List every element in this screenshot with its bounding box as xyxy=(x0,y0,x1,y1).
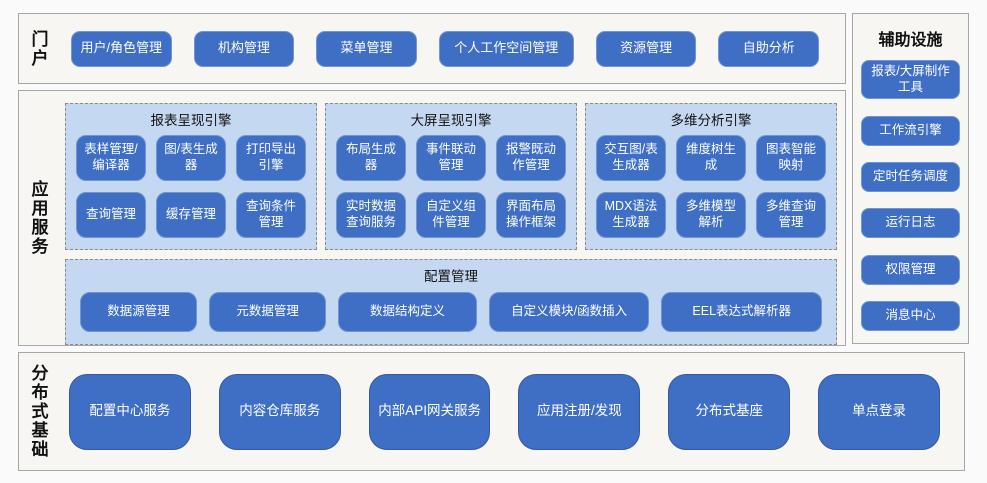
olap-item-chart-smart-mapping[interactable]: 图表智能映射 xyxy=(756,135,826,181)
group-olap-engine: 多维分析引擎 交互图/表生成器 维度树生成 图表智能映射 MDX语法生成器 多维… xyxy=(585,103,837,250)
app-services-section: 应用服务 报表呈现引擎 表样管理/编译器 图/表生成器 打印导出引擎 查询管理 … xyxy=(18,90,846,346)
portal-item-resource-mgmt[interactable]: 资源管理 xyxy=(595,30,697,67)
foundation-item-internal-api-gateway[interactable]: 内部API网关服务 xyxy=(368,373,491,450)
foundation-section: 分布式基础 配置中心服务 内容仓库服务 内部API网关服务 应用注册/发现 分布… xyxy=(18,352,965,471)
engine-groups: 报表呈现引擎 表样管理/编译器 图/表生成器 打印导出引擎 查询管理 缓存管理 … xyxy=(65,103,837,250)
portal-buttons: 用户/角色管理 机构管理 菜单管理 个人工作空间管理 资源管理 自助分析 xyxy=(57,30,845,67)
bigscreen-item-layout-generator[interactable]: 布局生成器 xyxy=(336,135,406,181)
config-item-datasource-mgmt[interactable]: 数据源管理 xyxy=(80,291,198,332)
portal-item-user-role-mgmt[interactable]: 用户/角色管理 xyxy=(71,30,172,67)
group-bigscreen-engine: 大屏呈现引擎 布局生成器 事件联动管理 报警既动作管理 实时数据查询服务 自定义… xyxy=(325,103,577,250)
config-item-eel-expression-parser[interactable]: EEL表达式解析器 xyxy=(661,291,823,332)
bigscreen-item-ui-layout-framework[interactable]: 界面布局操作框架 xyxy=(496,192,566,238)
report-item-query-condition-mgmt[interactable]: 查询条件管理 xyxy=(236,192,306,238)
foundation-item-app-register-discovery[interactable]: 应用注册/发现 xyxy=(518,373,641,450)
olap-item-interactive-chart-generator[interactable]: 交互图/表生成器 xyxy=(596,135,666,181)
report-item-style-mgmt-compiler[interactable]: 表样管理/编译器 xyxy=(76,135,146,181)
report-item-cache-mgmt[interactable]: 缓存管理 xyxy=(156,192,226,238)
group-report-engine: 报表呈现引擎 表样管理/编译器 图/表生成器 打印导出引擎 查询管理 缓存管理 … xyxy=(65,103,317,250)
aux-item-report-bigscreen-tool[interactable]: 报表/大屏制作工具 xyxy=(861,60,960,100)
group-title: 多维分析引擎 xyxy=(670,113,752,128)
bigscreen-item-event-linkage-mgmt[interactable]: 事件联动管理 xyxy=(416,135,486,181)
portal-section-label: 门户 xyxy=(28,29,48,68)
portal-item-personal-workspace-mgmt[interactable]: 个人工作空间管理 xyxy=(438,30,574,67)
olap-item-mdx-syntax-generator[interactable]: MDX语法生成器 xyxy=(596,192,666,238)
foundation-buttons: 配置中心服务 内容仓库服务 内部API网关服务 应用注册/发现 分布式基座 单点… xyxy=(57,373,964,450)
foundation-section-label: 分布式基础 xyxy=(28,364,48,459)
group-title: 报表呈现引擎 xyxy=(150,113,232,128)
config-item-metadata-mgmt[interactable]: 元数据管理 xyxy=(209,291,327,332)
aux-item-message-center[interactable]: 消息中心 xyxy=(861,300,960,331)
foundation-item-config-center-service[interactable]: 配置中心服务 xyxy=(69,373,191,450)
olap-item-multidim-query-mgmt[interactable]: 多维查询管理 xyxy=(756,192,826,238)
foundation-item-single-sign-on[interactable]: 单点登录 xyxy=(818,373,940,450)
portal-section: 门户 用户/角色管理 机构管理 菜单管理 个人工作空间管理 资源管理 自助分析 xyxy=(18,13,846,84)
auxiliary-section: 辅助设施 报表/大屏制作工具 工作流引擎 定时任务调度 运行日志 权限管理 消息… xyxy=(852,13,969,344)
portal-item-self-service-analysis[interactable]: 自助分析 xyxy=(718,30,819,67)
config-item-data-structure-definition[interactable]: 数据结构定义 xyxy=(338,291,477,332)
bigscreen-item-realtime-data-query[interactable]: 实时数据查询服务 xyxy=(336,192,406,238)
foundation-item-distributed-base[interactable]: 分布式基座 xyxy=(668,373,791,450)
auxiliary-buttons: 报表/大屏制作工具 工作流引擎 定时任务调度 运行日志 权限管理 消息中心 xyxy=(861,56,960,333)
app-services-section-label: 应用服务 xyxy=(28,180,48,256)
report-item-query-mgmt[interactable]: 查询管理 xyxy=(76,192,146,238)
olap-item-dimension-tree-generation[interactable]: 维度树生成 xyxy=(676,135,746,181)
aux-item-run-log[interactable]: 运行日志 xyxy=(861,208,960,239)
aux-item-workflow-engine[interactable]: 工作流引擎 xyxy=(861,115,960,146)
config-item-custom-module-function-insert[interactable]: 自定义模块/函数插入 xyxy=(488,291,650,332)
foundation-item-content-repo-service[interactable]: 内容仓库服务 xyxy=(218,373,341,450)
group-title: 配置管理 xyxy=(424,269,478,284)
olap-item-multidim-model-parsing[interactable]: 多维模型解析 xyxy=(676,192,746,238)
aux-item-permission-mgmt[interactable]: 权限管理 xyxy=(861,254,960,285)
auxiliary-section-label: 辅助设施 xyxy=(878,32,943,49)
bigscreen-item-custom-component-mgmt[interactable]: 自定义组件管理 xyxy=(416,192,486,238)
report-item-chart-table-generator[interactable]: 图/表生成器 xyxy=(156,135,226,181)
report-item-print-export-engine[interactable]: 打印导出引擎 xyxy=(236,135,306,181)
portal-item-menu-mgmt[interactable]: 菜单管理 xyxy=(316,30,417,67)
bigscreen-item-alarm-action-mgmt[interactable]: 报警既动作管理 xyxy=(496,135,566,181)
group-config-mgmt: 配置管理 数据源管理 元数据管理 数据结构定义 自定义模块/函数插入 EEL表达… xyxy=(65,259,837,345)
aux-item-scheduled-task[interactable]: 定时任务调度 xyxy=(861,161,960,192)
group-title: 大屏呈现引擎 xyxy=(410,113,492,128)
portal-item-org-mgmt[interactable]: 机构管理 xyxy=(193,30,295,67)
